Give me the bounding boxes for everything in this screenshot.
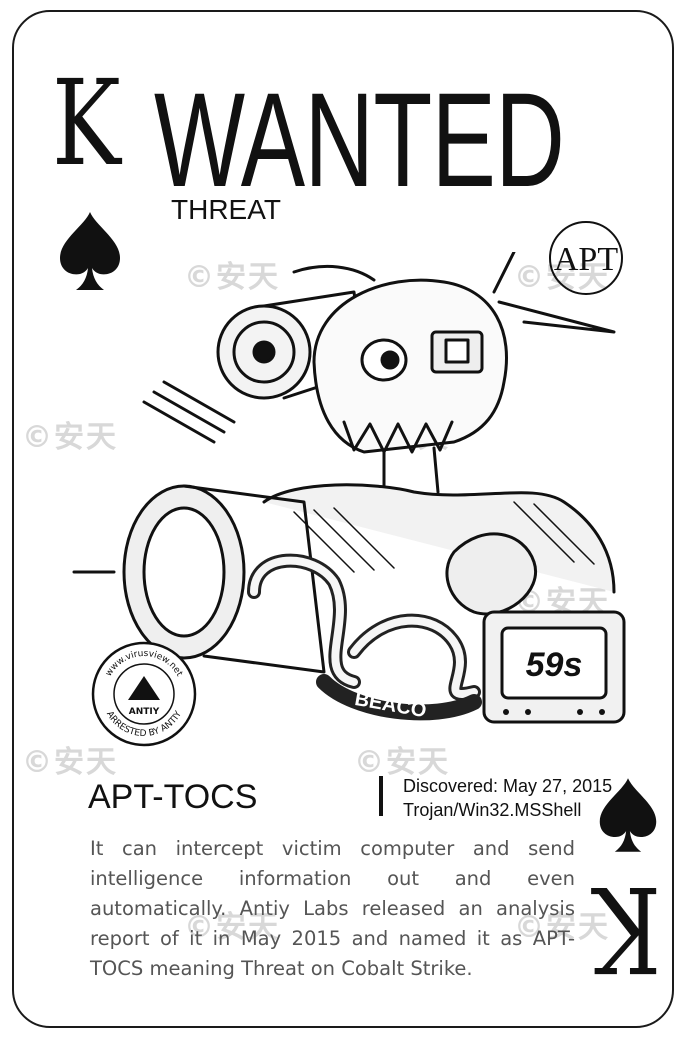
card-rank-bottom: K [592, 860, 662, 998]
watermark: ©安天 [184, 260, 280, 295]
card-subtitle: THREAT [171, 194, 281, 225]
illus-timer-text: 59s [526, 646, 583, 684]
illus-timer-display: 59s [482, 610, 626, 724]
divider-bar [379, 776, 383, 816]
watermark: ©安天 [514, 910, 610, 945]
threat-meta: Discovered: May 27, 2015 Trojan/Win32.MS… [403, 774, 612, 822]
arrested-stamp: www.virusview.net ARRESTED BY ANTIY ANTI… [91, 641, 197, 747]
threat-description: It can intercept victim computer and sen… [90, 837, 575, 980]
watermark: ©安天 [22, 745, 118, 780]
playing-card: ©安天 ©安天 ©安天 ©安天 ©安天 ©安天 ©安天 ©安天 ©安天 K WA… [12, 10, 674, 1028]
card-title: WANTED [154, 66, 565, 215]
apt-logo-text: APT [554, 241, 618, 278]
threat-name: APT-TOCS [88, 778, 258, 816]
spade-icon [60, 212, 120, 290]
watermark: ©安天 [354, 745, 450, 780]
threat-illustration: BEACO 59s [72, 252, 626, 724]
stamp-brand: ANTIY [129, 707, 160, 717]
malware-name: Trojan/Win32.MSShell [403, 800, 582, 820]
spade-icon [599, 778, 657, 852]
illus-skull [312, 278, 508, 454]
watermark: ©安天 [514, 260, 610, 295]
watermark: ©安天 [184, 910, 280, 945]
card-rank-top: K [52, 54, 121, 192]
apt-logo: APT [549, 221, 623, 295]
watermark: ©安天 [22, 420, 118, 455]
discovered-date: Discovered: May 27, 2015 [403, 776, 613, 796]
